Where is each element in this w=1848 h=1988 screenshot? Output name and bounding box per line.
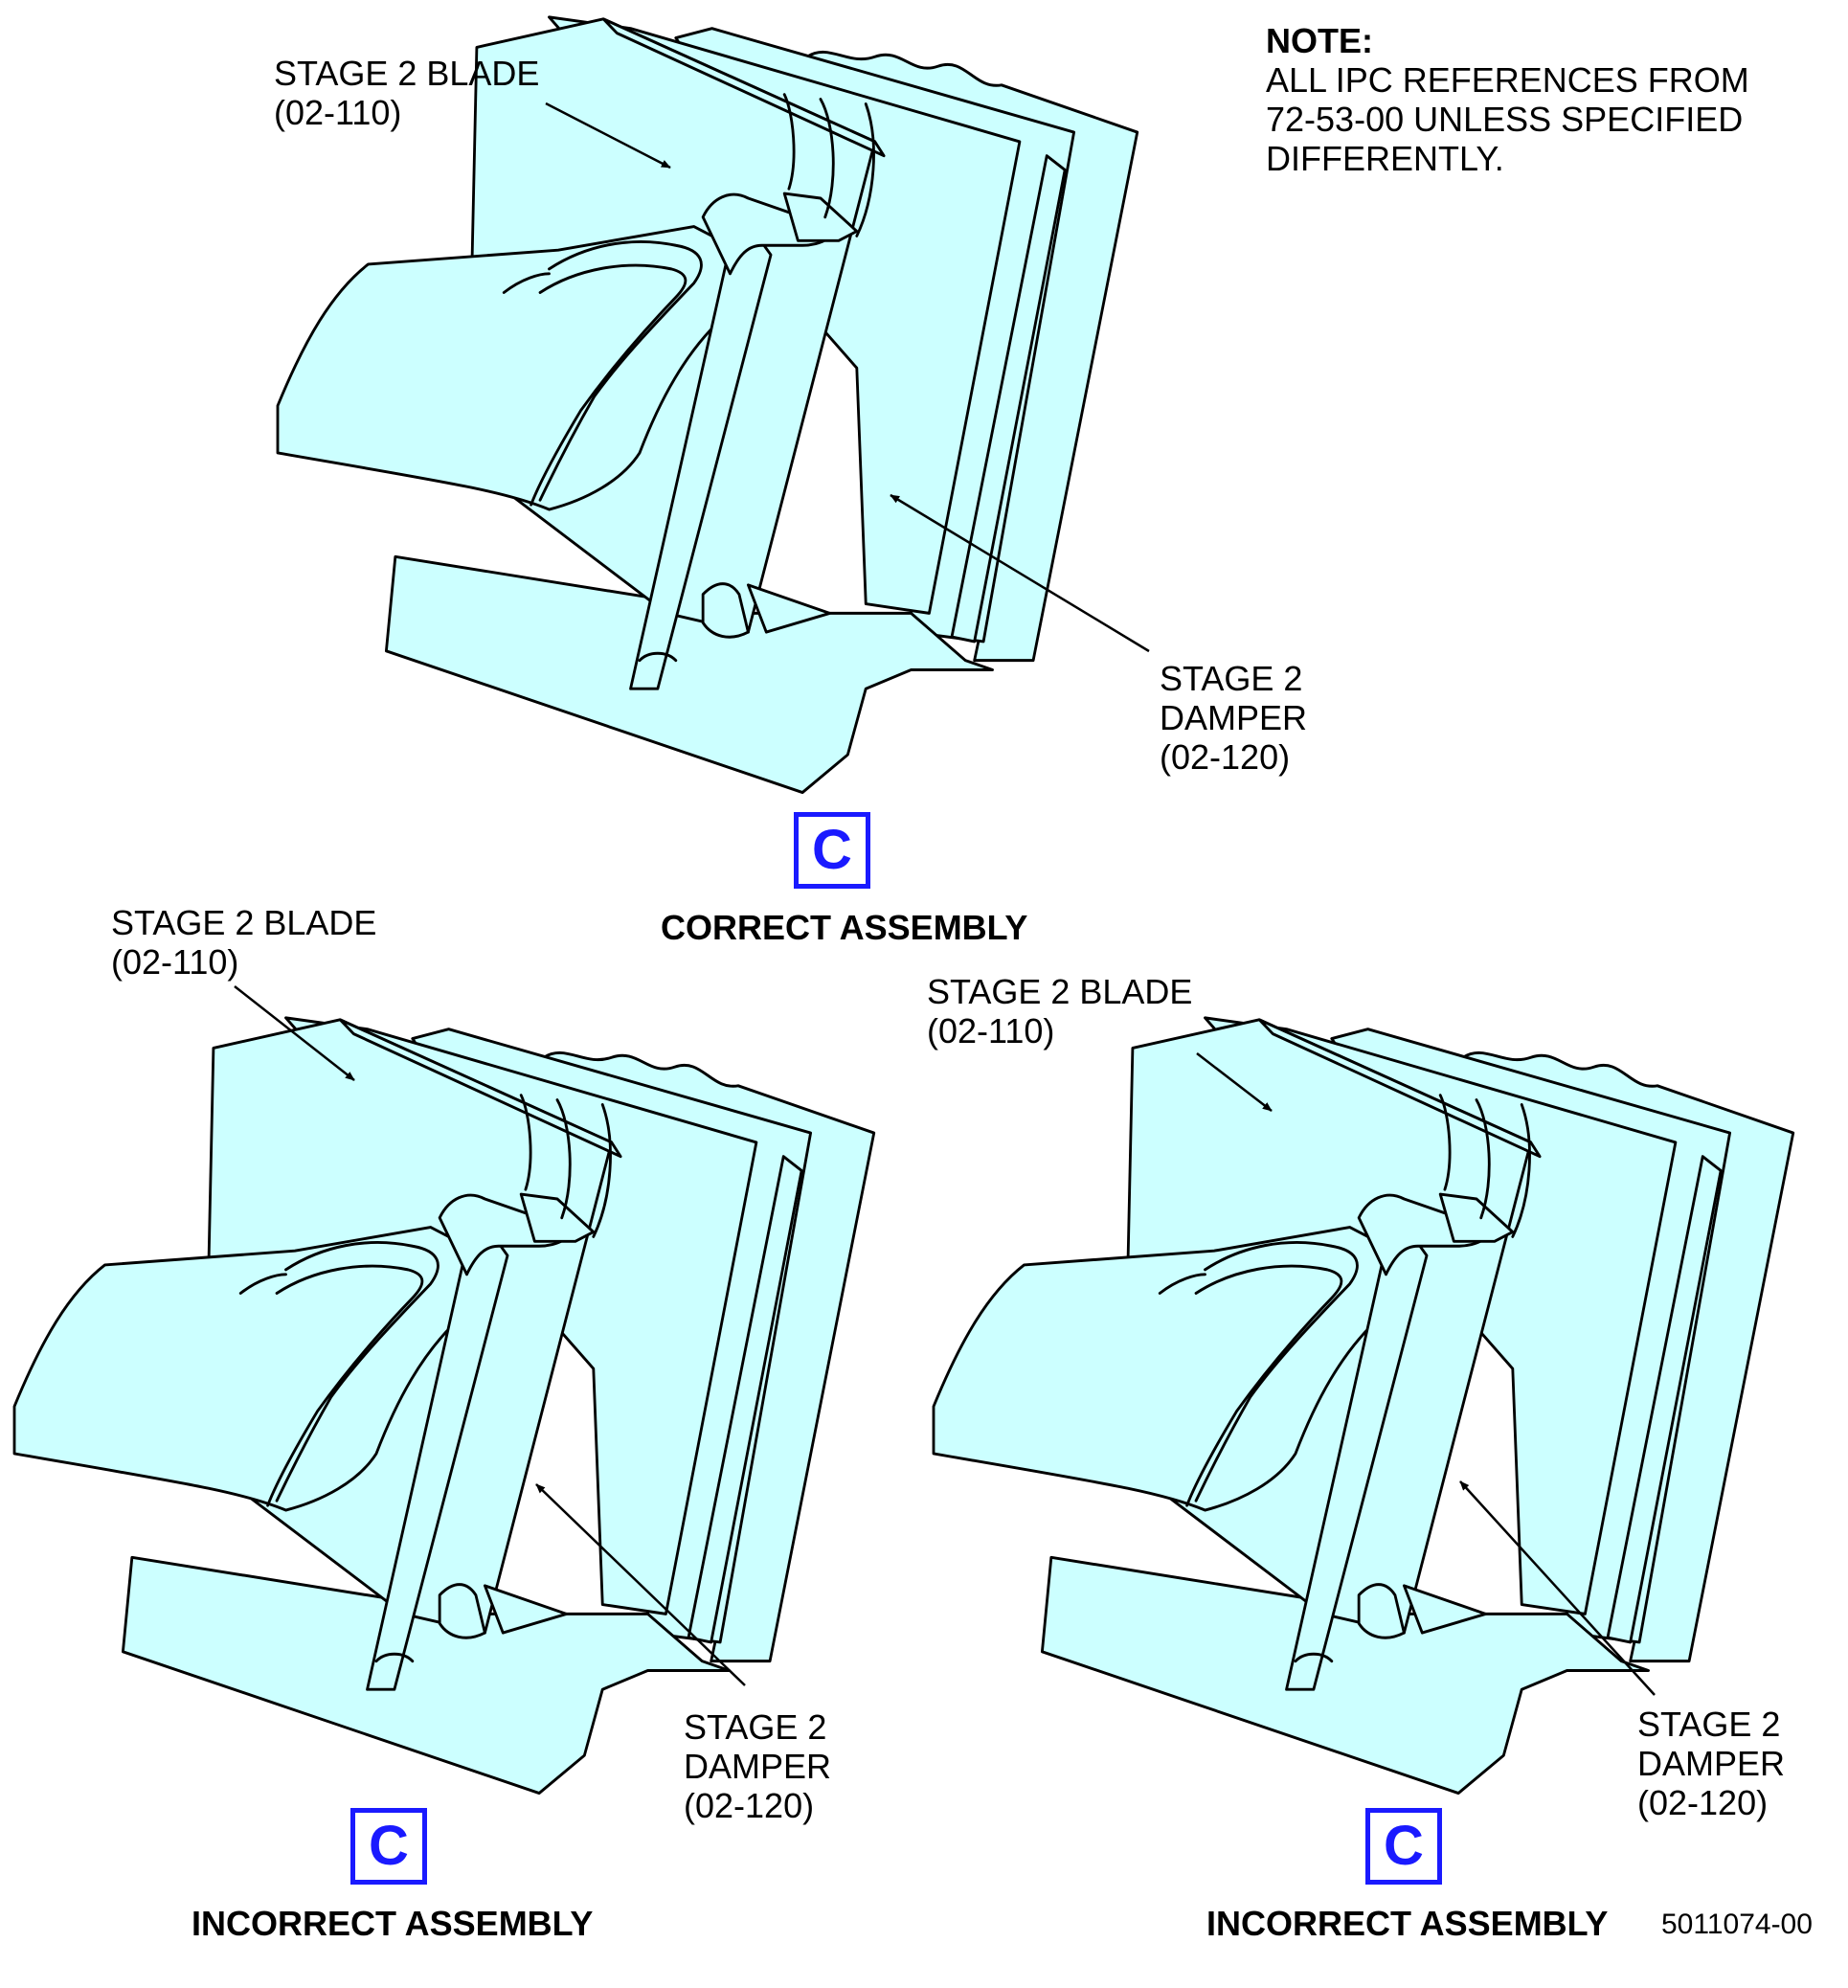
damper-label-line3: (02-120) xyxy=(1160,737,1291,777)
blade-label-correct: STAGE 2 BLADE (02-110) xyxy=(274,54,539,132)
note-line-2: 72-53-00 UNLESS SPECIFIED xyxy=(1266,100,1744,139)
damper-leader-1 xyxy=(890,493,1150,653)
damper-label-line3: (02-120) xyxy=(1637,1783,1769,1822)
blade-leader-2 xyxy=(234,985,355,1081)
assembly-view-incorrect-right xyxy=(932,1016,1795,1796)
note-heading: NOTE: xyxy=(1266,21,1373,60)
blade-label-line1: STAGE 2 BLADE xyxy=(927,972,1193,1011)
damper-leader-3 xyxy=(1459,1480,1656,1696)
blade-label-line2: (02-110) xyxy=(274,93,402,132)
blade-label-line2: (02-110) xyxy=(111,942,239,982)
damper-label-correct: STAGE 2 DAMPER (02-120) xyxy=(1160,659,1307,777)
damper-label-incorrect-left: STAGE 2 DAMPER (02-120) xyxy=(684,1707,831,1825)
damper-label-line2: DAMPER xyxy=(1637,1744,1786,1783)
note-block: NOTE: ALL IPC REFERENCES FROM 72-53-00 U… xyxy=(1266,21,1749,178)
damper-label-incorrect-right: STAGE 2 DAMPER (02-120) xyxy=(1637,1705,1785,1822)
damper-label-line1: STAGE 2 xyxy=(1637,1705,1781,1744)
blade-leader-3 xyxy=(1196,1052,1273,1112)
damper-leader-2 xyxy=(535,1483,746,1686)
figure-number: 5011074-00 xyxy=(1661,1909,1813,1940)
assembly-view-correct xyxy=(276,15,1139,795)
blade-label-incorrect-left: STAGE 2 BLADE (02-110) xyxy=(111,903,376,982)
blade-leader-1 xyxy=(545,102,671,169)
caption-correct-assembly: CORRECT ASSEMBLY xyxy=(661,908,1028,947)
blade-label-line1: STAGE 2 BLADE xyxy=(111,903,377,942)
damper-label-line2: DAMPER xyxy=(684,1747,832,1786)
note-line-3: DIFFERENTLY. xyxy=(1266,139,1504,178)
view-callout-c-incorrect-right: C xyxy=(1365,1808,1442,1885)
caption-incorrect-assembly-left: INCORRECT ASSEMBLY xyxy=(192,1904,594,1943)
damper-label-line1: STAGE 2 xyxy=(684,1707,827,1747)
damper-label-line2: DAMPER xyxy=(1160,698,1308,737)
note-line-1: ALL IPC REFERENCES FROM xyxy=(1266,60,1749,100)
caption-incorrect-assembly-right: INCORRECT ASSEMBLY xyxy=(1206,1904,1609,1943)
assembly-view-incorrect-left xyxy=(12,1016,876,1796)
blade-label-line2: (02-110) xyxy=(927,1011,1055,1050)
view-callout-c-incorrect-left: C xyxy=(350,1808,427,1885)
damper-label-line3: (02-120) xyxy=(684,1786,815,1825)
blade-label-incorrect-right: STAGE 2 BLADE (02-110) xyxy=(927,972,1192,1050)
damper-label-line1: STAGE 2 xyxy=(1160,659,1303,698)
blade-label-line1: STAGE 2 BLADE xyxy=(274,54,540,93)
view-callout-c-correct: C xyxy=(794,812,870,889)
